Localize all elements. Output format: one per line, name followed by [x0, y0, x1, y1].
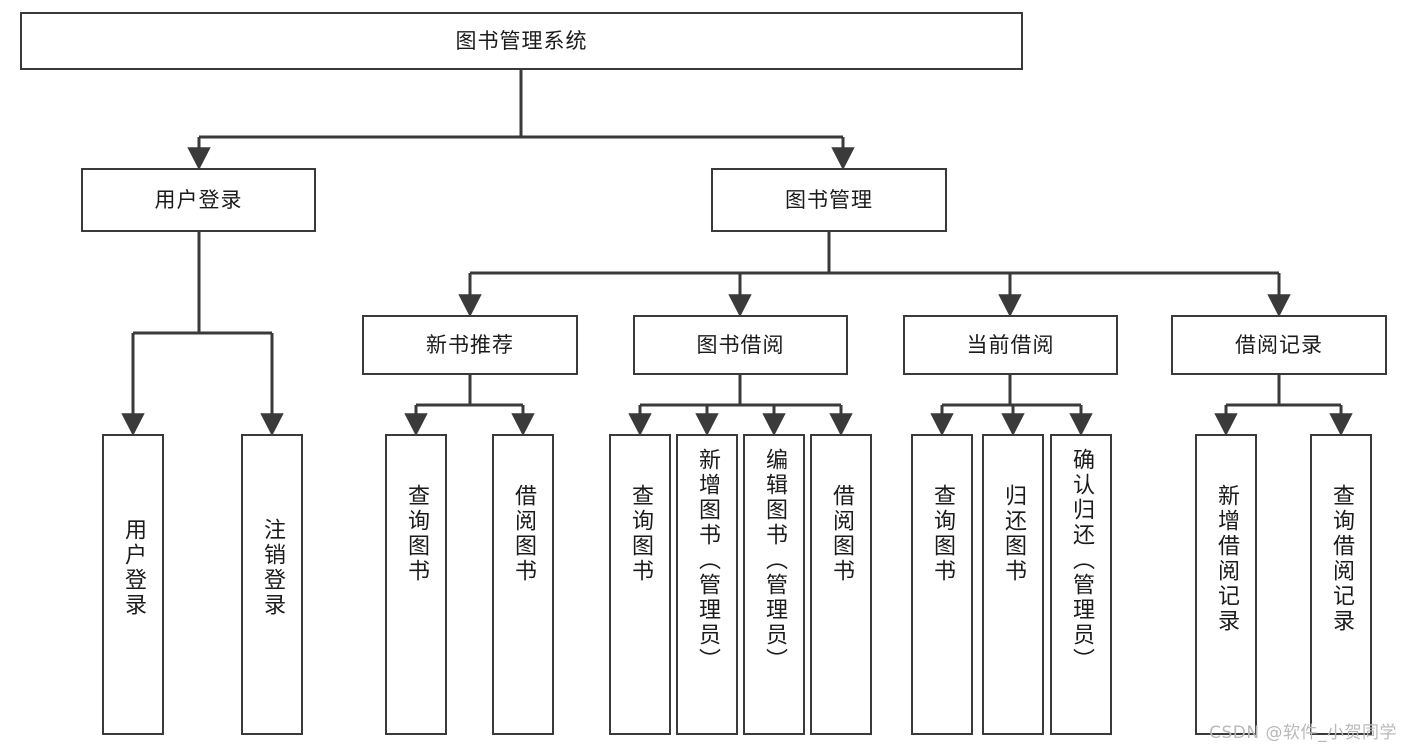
node-leaf-confirm-return-admin-label: 确认归还（管理员）	[1069, 448, 1094, 673]
node-leaf-query-book-borrow[interactable]: 查询图书	[609, 434, 671, 735]
node-new-book-recommend-label: 新书推荐	[426, 332, 514, 357]
node-leaf-confirm-return-admin[interactable]: 确认归还（管理员）	[1050, 434, 1112, 735]
node-leaf-query-borrow-record[interactable]: 查询借阅记录	[1310, 434, 1372, 735]
node-book-borrow[interactable]: 图书借阅	[633, 315, 848, 375]
node-leaf-add-book-admin[interactable]: 新增图书（管理员）	[676, 434, 738, 735]
node-leaf-edit-book-admin-label: 编辑图书（管理员）	[762, 448, 787, 673]
node-root[interactable]: 图书管理系统	[20, 12, 1023, 70]
node-leaf-return-book-label: 归还图书	[1001, 484, 1026, 584]
node-leaf-return-book[interactable]: 归还图书	[982, 434, 1044, 735]
node-leaf-borrow-book[interactable]: 借阅图书	[810, 434, 872, 735]
node-leaf-query-book-current[interactable]: 查询图书	[911, 434, 973, 735]
node-borrow-record[interactable]: 借阅记录	[1171, 315, 1387, 375]
node-leaf-query-book-borrow-label: 查询图书	[628, 484, 653, 584]
node-leaf-borrow-book-new-label: 借阅图书	[511, 484, 536, 584]
node-leaf-logout[interactable]: 注销登录	[241, 434, 303, 735]
node-leaf-user-login[interactable]: 用户登录	[102, 434, 164, 735]
node-leaf-borrow-book-new[interactable]: 借阅图书	[492, 434, 554, 735]
node-leaf-add-book-admin-label: 新增图书（管理员）	[695, 448, 720, 673]
node-leaf-query-borrow-record-label: 查询借阅记录	[1329, 484, 1354, 634]
node-book-borrow-label: 图书借阅	[696, 332, 785, 357]
node-user-login[interactable]: 用户登录	[81, 168, 316, 232]
node-leaf-query-book-new-label: 查询图书	[404, 484, 429, 584]
node-leaf-logout-label: 注销登录	[260, 518, 285, 618]
node-leaf-query-book-current-label: 查询图书	[930, 484, 955, 584]
node-current-borrow-label: 当前借阅	[966, 332, 1055, 357]
csdn-watermark: CSDN @软件_小贺同学	[1209, 723, 1397, 743]
node-user-login-label: 用户登录	[154, 187, 243, 212]
node-leaf-add-borrow-record[interactable]: 新增借阅记录	[1195, 434, 1257, 735]
node-borrow-record-label: 借阅记录	[1235, 332, 1323, 357]
node-leaf-add-borrow-record-label: 新增借阅记录	[1214, 484, 1239, 634]
node-leaf-user-login-label: 用户登录	[121, 518, 146, 618]
node-leaf-edit-book-admin[interactable]: 编辑图书（管理员）	[743, 434, 805, 735]
node-new-book-recommend[interactable]: 新书推荐	[362, 315, 578, 375]
node-leaf-query-book-new[interactable]: 查询图书	[385, 434, 447, 735]
node-root-label: 图书管理系统	[455, 28, 588, 53]
node-leaf-borrow-book-label: 借阅图书	[829, 484, 854, 584]
node-current-borrow[interactable]: 当前借阅	[903, 315, 1118, 375]
node-book-management-label: 图书管理	[785, 187, 873, 212]
node-book-management[interactable]: 图书管理	[711, 168, 947, 232]
